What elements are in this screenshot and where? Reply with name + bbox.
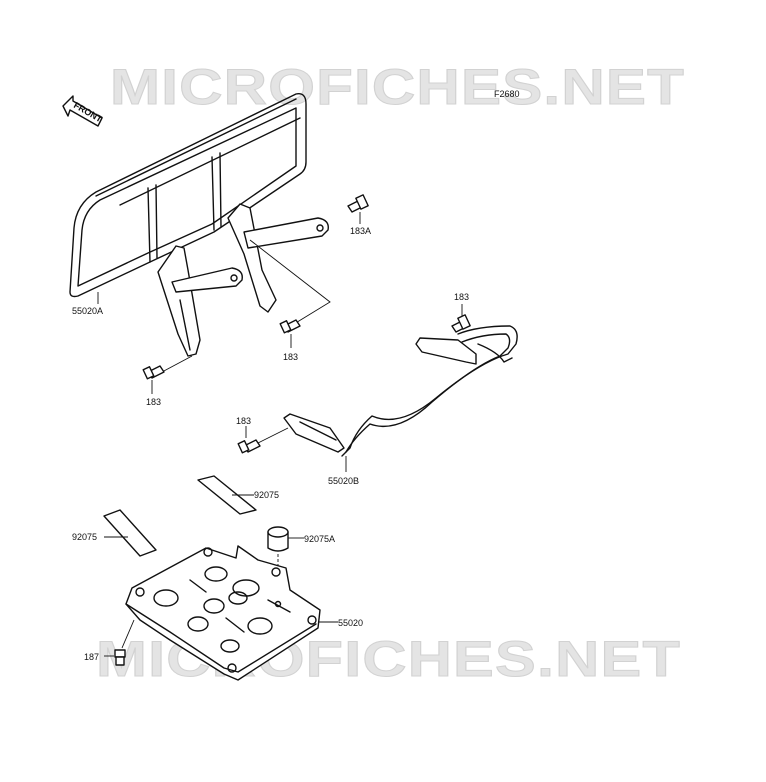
label-rack-rear: 55020B bbox=[328, 476, 359, 486]
label-pad-right: 92075 bbox=[254, 490, 279, 500]
front-rack bbox=[69, 93, 329, 357]
label-bolt-183-left: 183 bbox=[146, 397, 161, 407]
pad-right bbox=[197, 475, 257, 515]
bolt-183a bbox=[347, 194, 369, 213]
front-arrow-icon: FRONT bbox=[62, 95, 104, 127]
label-bolt-183-rear-top: 183 bbox=[454, 292, 469, 302]
label-bolt-183-rear-mid: 183 bbox=[236, 416, 251, 426]
bolt-183-center bbox=[279, 319, 301, 334]
skid-plate bbox=[125, 545, 321, 681]
label-pad-left: 92075 bbox=[72, 532, 97, 542]
bolt-183-rear-mid bbox=[237, 439, 261, 454]
label-bolt-183a: 183A bbox=[350, 226, 371, 236]
label-bolt-183-center: 183 bbox=[283, 352, 298, 362]
label-rack-front: 55020A bbox=[72, 306, 103, 316]
damper-92075a bbox=[267, 526, 289, 552]
label-damper: 92075A bbox=[304, 534, 335, 544]
watermark-top: MICROFICHES.NET bbox=[110, 59, 685, 115]
label-guard: 55020 bbox=[338, 618, 363, 628]
label-bolt-187: 187 bbox=[84, 652, 99, 662]
bolt-183-rear-top bbox=[451, 314, 471, 333]
figure-code: F2680 bbox=[494, 89, 520, 99]
pad-left bbox=[103, 509, 157, 557]
bolt-183-left bbox=[142, 365, 165, 380]
bolt-187 bbox=[114, 649, 126, 666]
rear-rack bbox=[283, 325, 518, 457]
